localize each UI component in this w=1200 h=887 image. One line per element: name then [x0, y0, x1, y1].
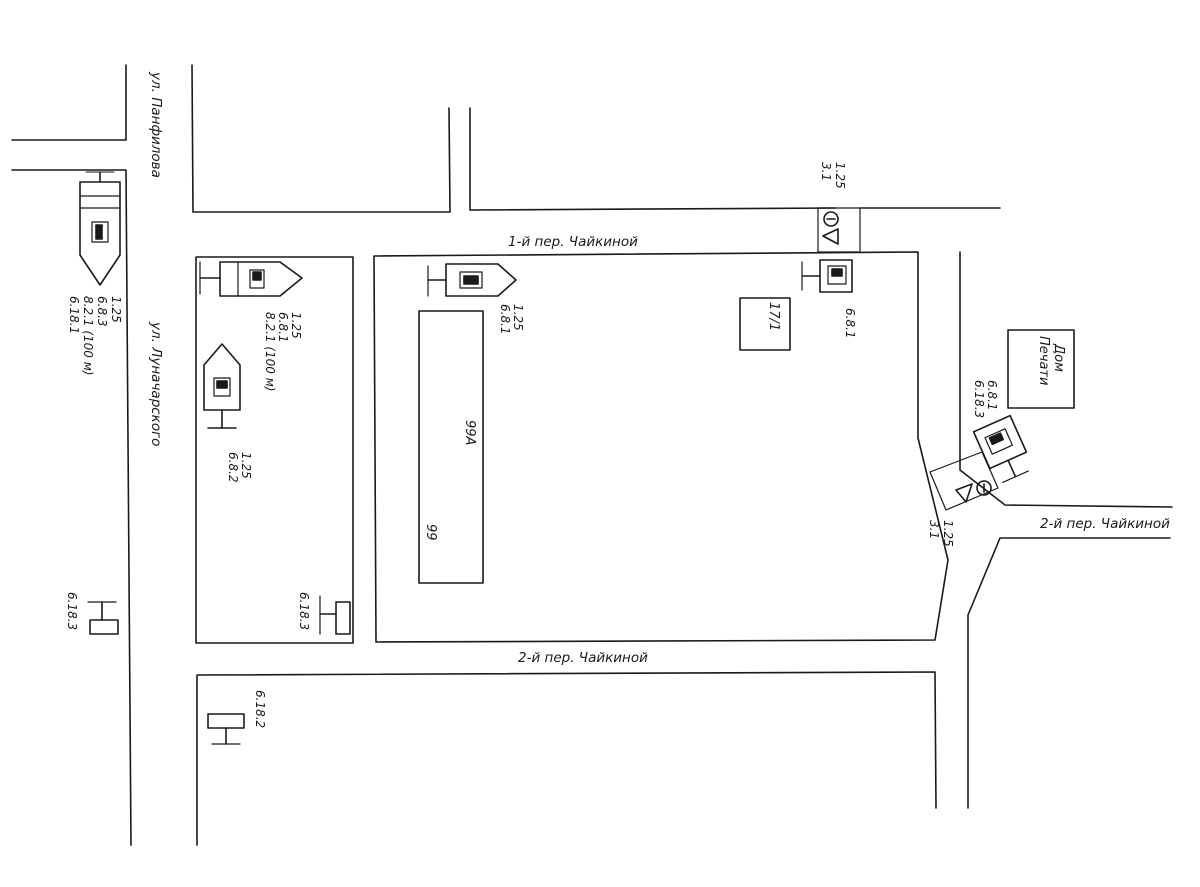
building-17-1-outline	[739, 297, 791, 351]
sign-top-crossing	[822, 211, 839, 245]
sign-label-central-1: 1.25	[511, 304, 525, 331]
street-edge-right-upper	[959, 251, 1173, 508]
sign-block-top	[199, 261, 303, 297]
sign-label-left-bottom: 6.18.3	[65, 592, 79, 630]
sign-label-right-crossing-1: 1.25	[941, 520, 955, 547]
building-label-99: 99	[423, 524, 438, 541]
sign-label-dom-pechati-1: 6.8.1	[985, 380, 999, 411]
sign-label-block-bottom: 6.18.3	[297, 592, 311, 630]
street-name-chaikinoy-2-right: 2-й пер. Чайкиной	[1040, 516, 1170, 532]
building-label-dom-pechati-1: Дом	[1051, 343, 1066, 372]
sign-left-street	[79, 171, 121, 286]
sign-label-left-1: 1.25	[109, 296, 123, 323]
block-outline-far-left	[11, 64, 127, 141]
building-label-dom-pechati-2: Печати	[1036, 336, 1051, 385]
sign-label-left-2: 6.8.3	[95, 296, 109, 327]
arrow-sign-icon	[219, 261, 303, 297]
sign-label-top-crossing-1: 1.25	[833, 162, 847, 189]
plate-sign-icon	[207, 713, 245, 729]
sign-label-central-2: 6.8.1	[498, 304, 512, 335]
building-label-17-1: 17/1	[766, 302, 781, 331]
crosswalk-top	[817, 207, 861, 253]
sign-dom-pechati	[972, 414, 1029, 484]
block-outline-lower	[196, 671, 937, 846]
sign-label-right-crossing-2: 3.1	[927, 520, 941, 539]
arrow-sign-icon	[203, 343, 241, 411]
building-label-99a: 99А	[462, 420, 477, 445]
no-entry-circle-icon	[823, 211, 839, 227]
sign-right-crossing	[955, 480, 992, 503]
sign-label-left-4: 6.18.1	[67, 296, 81, 334]
no-entry-circle-icon	[976, 480, 992, 496]
street-edge-right-lower	[967, 537, 1171, 809]
block-outline-upper-left	[191, 64, 451, 213]
sign-label-block-mid-1: 1.25	[239, 452, 253, 479]
sign-label-dom-pechati-2: 6.18.3	[972, 380, 986, 418]
roadwork-triangle-icon	[955, 483, 973, 503]
street-name-lunacharskogo: ул. Луначарского	[148, 321, 164, 446]
plate-sign-icon	[972, 414, 1028, 470]
arrow-sign-icon	[79, 181, 121, 286]
block-outline-upper-middle	[469, 107, 836, 211]
sign-left-bottom	[87, 601, 119, 635]
sign-block-bottom	[319, 595, 351, 635]
sign-label-top-crossing-2: 3.1	[819, 162, 833, 181]
street-name-panfilova: ул. Панфилова	[148, 71, 164, 178]
arrow-sign-icon	[445, 263, 517, 297]
sign-label-right-building: 6.8.1	[843, 308, 857, 339]
sign-label-block-top-3: 8.2.1 (100 м)	[263, 312, 277, 391]
street-name-chaikinoy-1: 1-й пер. Чайкиной	[508, 234, 638, 250]
truck-plate-icon	[91, 221, 109, 243]
sign-right-building	[801, 259, 853, 293]
plate-sign-icon	[335, 601, 351, 635]
sign-lower-block	[207, 713, 245, 745]
building-dom-pechati-outline	[1007, 329, 1075, 409]
street-name-chaikinoy-2-bottom: 2-й пер. Чайкиной	[518, 650, 648, 666]
block-outline-lunacharskogo	[195, 256, 354, 644]
sign-label-block-top-1: 1.25	[289, 312, 303, 339]
street-edge-panfilova-west	[11, 169, 132, 846]
building-99-outline	[418, 310, 484, 584]
sign-label-block-top-2: 6.8.1	[276, 312, 290, 343]
plate-sign-icon	[89, 619, 119, 635]
crosswalk-right	[929, 451, 999, 511]
roadwork-triangle-icon	[822, 228, 839, 245]
sign-block-mid	[203, 343, 241, 429]
road-outlines	[11, 64, 1173, 846]
block-outline-central	[373, 251, 949, 643]
sign-central-block	[427, 263, 517, 297]
sign-label-block-mid-2: 6.8.2	[226, 452, 240, 483]
sign-label-left-3: 8.2.1 (100 м)	[81, 296, 95, 375]
sign-label-lower-block: 6.18.2	[253, 690, 267, 728]
plate-sign-icon	[819, 259, 853, 293]
